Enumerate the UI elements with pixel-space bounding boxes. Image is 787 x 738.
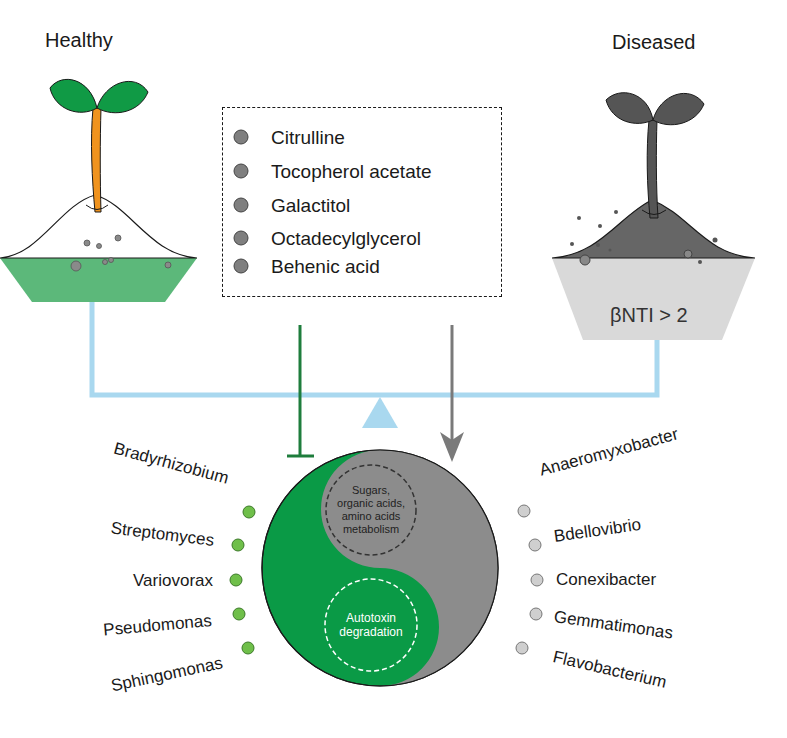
genus-label: Sphingomonas [109, 652, 225, 697]
genus-label: Conexibacter [556, 569, 656, 591]
diseased-cotyledon [653, 93, 704, 124]
blue-triangle [362, 397, 398, 428]
healthy-metabolite-dots [71, 235, 171, 271]
metabolite-box: CitrullineTocopherol acetateGalactitolOc… [222, 107, 502, 297]
metabolite-name: Galactitol [271, 195, 350, 217]
beta-nti-label: βNTI > 2 [610, 304, 688, 326]
dashed-circle [326, 465, 416, 555]
panel-label: Diseased [612, 31, 695, 53]
yin-yang-grey [321, 450, 498, 686]
genus-label: Gemmatimonas [552, 606, 674, 644]
diseased-genus-dots [516, 505, 543, 654]
diseased-pot [552, 258, 755, 340]
circle-text: Sugars, organic acids, amino acids metab… [335, 484, 407, 537]
healthy-cotyledon [50, 79, 97, 112]
promote-arrowhead [440, 432, 464, 462]
healthy-pot [0, 258, 197, 302]
genus-label: Anaeromyxobacter [537, 423, 681, 481]
genus-label: Pseudomonas [103, 610, 213, 641]
genus-label: Flavobacterium [551, 646, 669, 694]
autotoxin-circle: Autotoxin degradation [324, 578, 418, 672]
metabolite-name: Octadecylglycerol [271, 228, 421, 250]
panel-label: Healthy [45, 29, 113, 51]
genus-label: Streptomyces [109, 517, 215, 552]
metabolism-circle: Sugars, organic acids, amino acids metab… [324, 463, 418, 557]
healthy-stem-base [86, 205, 108, 210]
dashed-circle [325, 579, 417, 671]
healthy-genus-dots [230, 506, 255, 654]
inhibit-bar [287, 455, 314, 458]
diseased-stem-base [642, 210, 666, 215]
inhibit-line [299, 325, 302, 456]
healthy-cotyledon [97, 81, 148, 112]
promote-line [451, 325, 454, 440]
diseased-cotyledon [606, 93, 653, 124]
diseased-stem [647, 120, 658, 218]
healthy-stem [92, 108, 101, 212]
diseased-metabolite-dots [570, 210, 718, 265]
metabolite-name: Tocopherol acetate [271, 161, 432, 183]
metabolite-name: Behenic acid [271, 256, 380, 278]
genus-label: Bradyrhizobium [111, 438, 231, 490]
yin-yang-outline [262, 450, 498, 686]
yin-yang-green [262, 450, 498, 686]
genus-label: Variovorax [133, 570, 213, 592]
metabolite-dots [234, 130, 248, 273]
genus-label: Bdellovibrio [552, 514, 642, 548]
circle-text: Autotoxin degradation [334, 611, 408, 640]
blue-connector [92, 302, 657, 395]
metabolite-name: Citrulline [271, 127, 345, 149]
